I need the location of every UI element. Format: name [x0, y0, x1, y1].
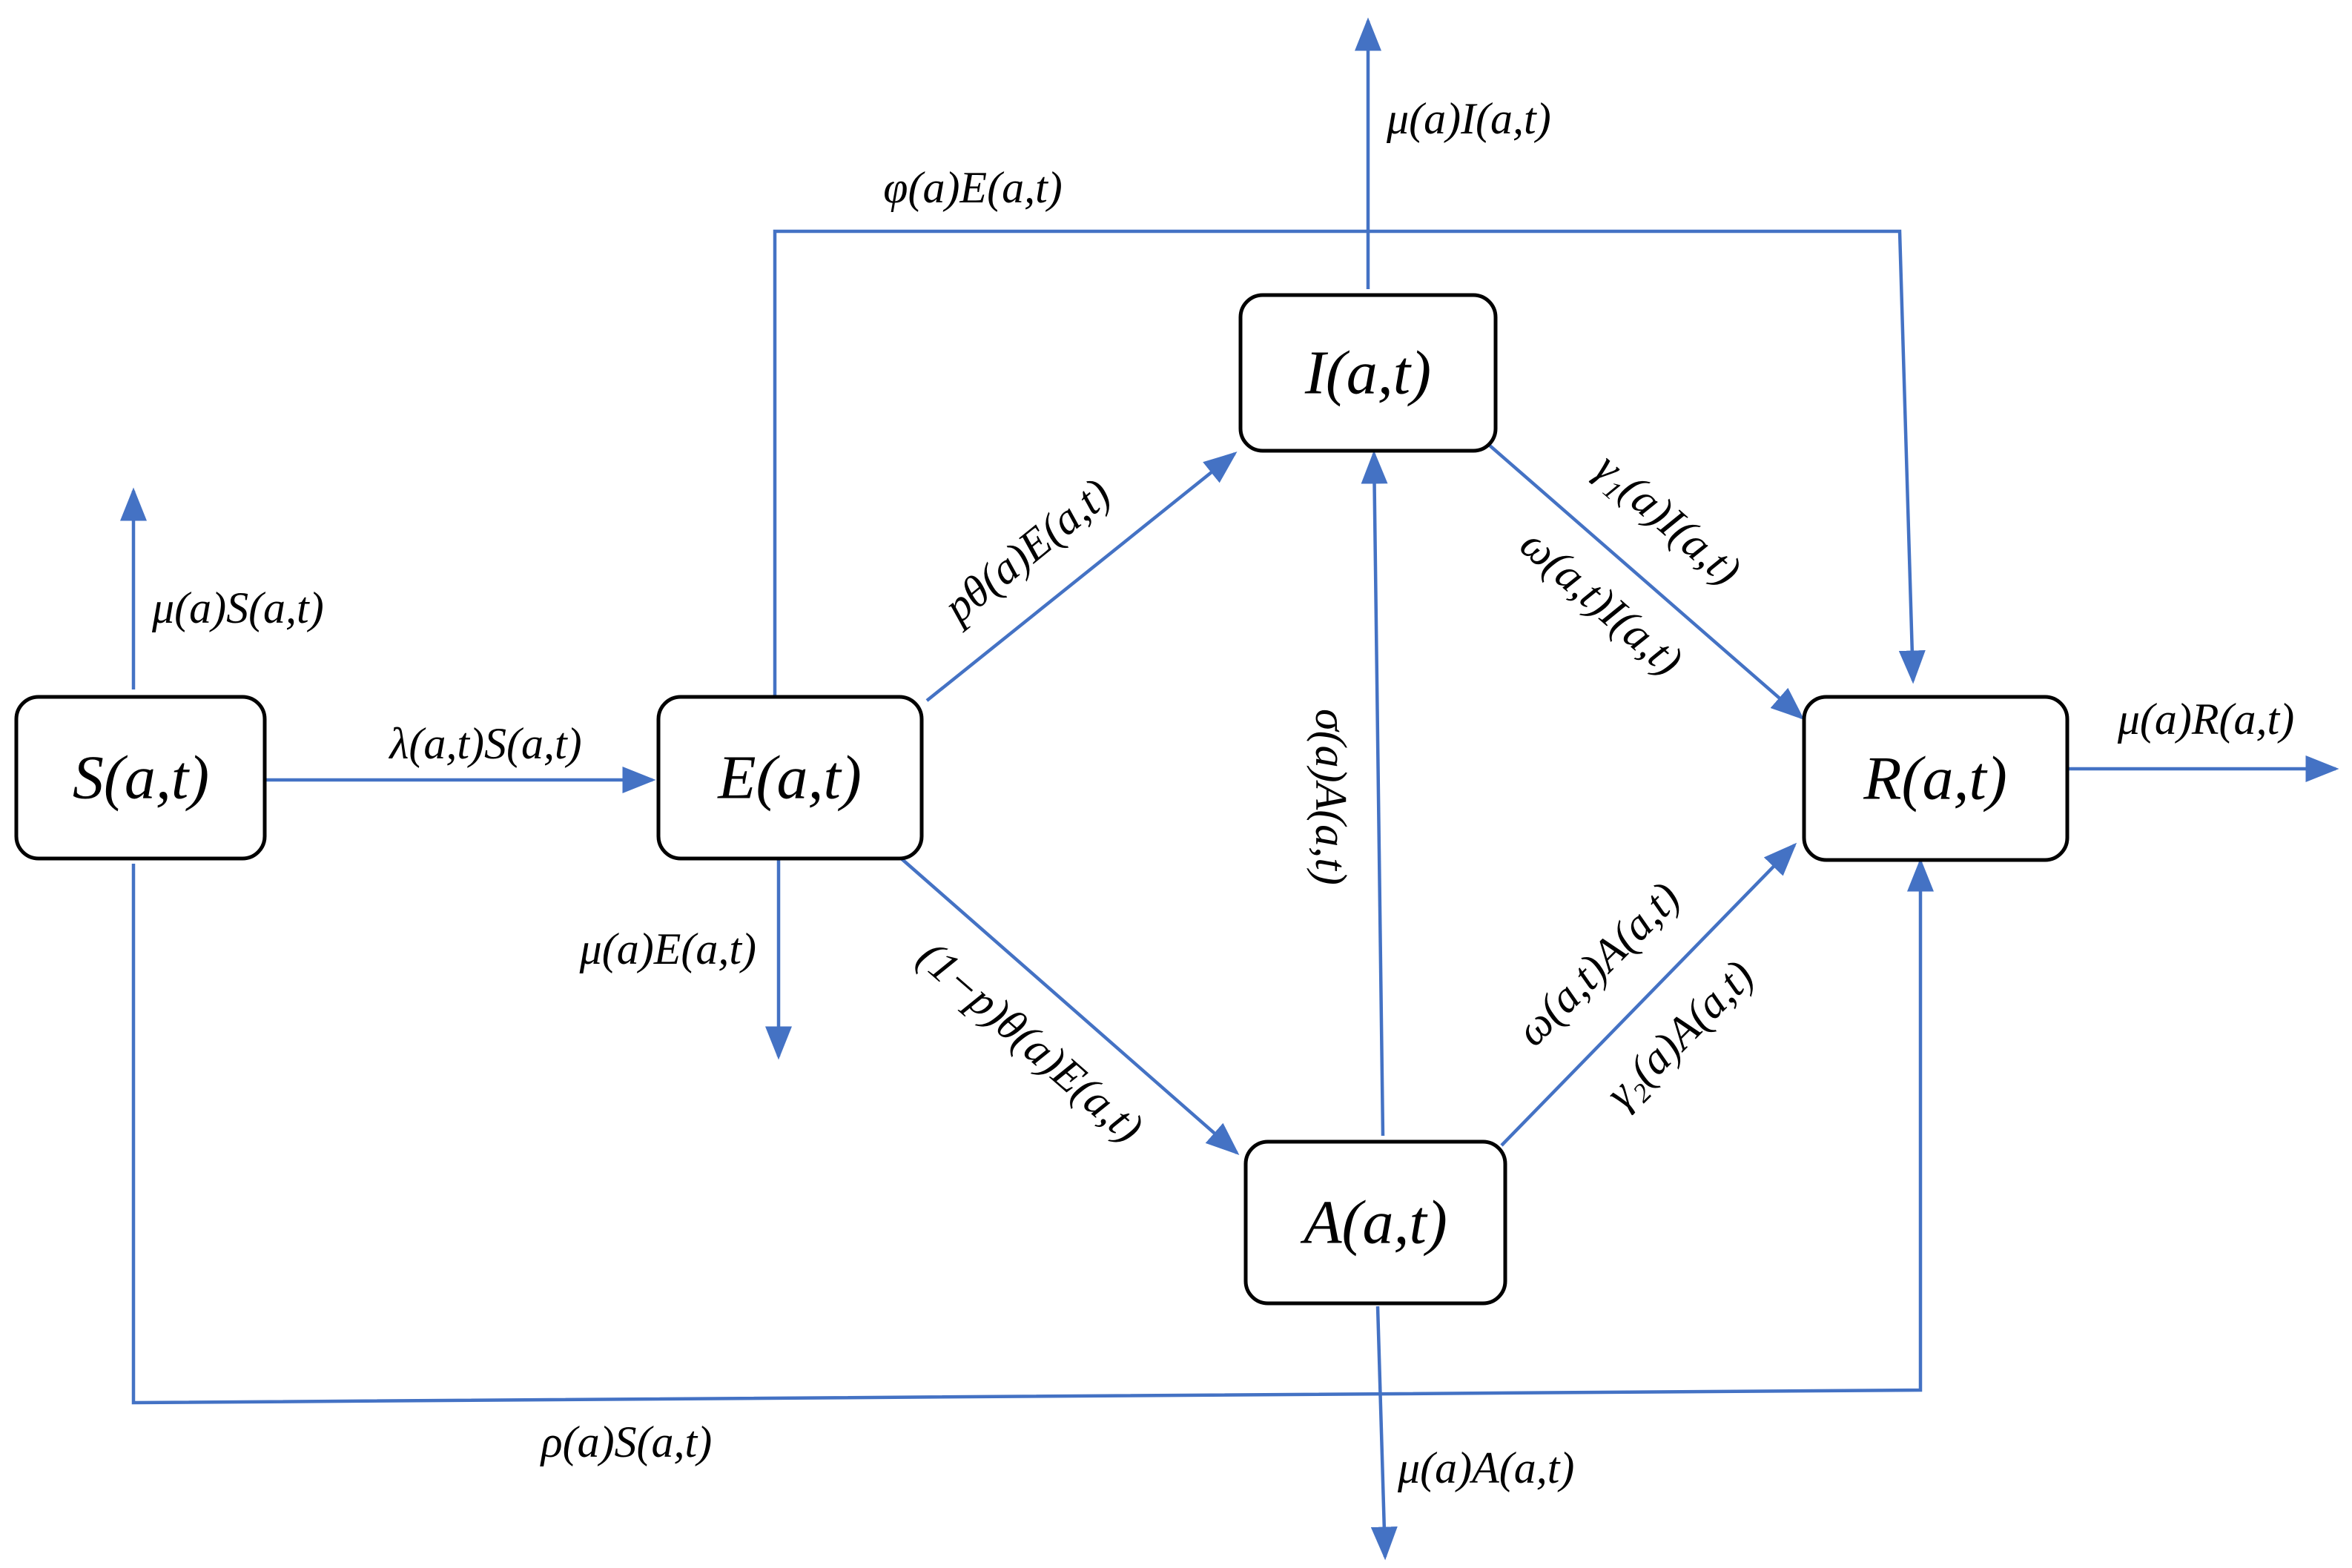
edge-i-to-r [1487, 443, 1805, 720]
node-r-label: R(a,t) [1863, 744, 2007, 813]
label-rho-s: ρ(a)S(a,t) [540, 1418, 712, 1466]
label-mu-a: μ(a)A(a,t) [1397, 1443, 1574, 1492]
node-s-label: S(a,t) [73, 744, 209, 813]
label-p-theta-e: pθ(a)E(a,t) [932, 469, 1120, 633]
label-gamma2-a: γ₂(a)A(a,t) [1596, 950, 1763, 1117]
edge-e-to-i [925, 451, 1238, 702]
node-r: R(a,t) [1802, 695, 2069, 862]
edge-e-to-r-top [773, 229, 1926, 695]
node-e-box [656, 695, 924, 861]
node-a-label: A(a,t) [1300, 1188, 1447, 1257]
edge-s-to-r-bottom [131, 858, 1934, 1405]
node-i: I(a,t) [1238, 293, 1498, 453]
node-s: S(a,t) [14, 695, 267, 861]
edge-e-to-a [897, 855, 1240, 1155]
label-mu-s: μ(a)S(a,t) [151, 583, 324, 632]
node-i-box [1238, 293, 1498, 453]
label-lambda-s: λ(a,t)S(a,t) [388, 719, 581, 768]
node-s-box [14, 695, 267, 861]
node-e-label: E(a,t) [717, 744, 862, 813]
label-phi-e: φ(a)E(a,t) [883, 163, 1062, 212]
label-mu-e: μ(a)E(a,t) [579, 924, 756, 973]
label-one-minus-p-theta-e: (1−p)θ(a)E(a,t) [909, 931, 1153, 1152]
node-i-label: I(a,t) [1304, 339, 1431, 408]
node-r-box [1802, 695, 2069, 862]
node-e: E(a,t) [656, 695, 924, 861]
label-sigma-a: σ(a)A(a,t) [1307, 709, 1355, 885]
edge-a-to-i [1361, 450, 1388, 1137]
label-gamma1-i: γ₁(a)I(a,t) [1586, 443, 1750, 595]
node-a: A(a,t) [1243, 1139, 1507, 1306]
label-mu-r: μ(a)R(a,t) [2117, 695, 2294, 744]
edge-a-death [1370, 1306, 1398, 1561]
edge-a-to-r [1500, 842, 1797, 1147]
label-mu-i: μ(a)I(a,t) [1386, 94, 1551, 143]
edges [120, 17, 2339, 1561]
node-a-box [1243, 1139, 1507, 1306]
